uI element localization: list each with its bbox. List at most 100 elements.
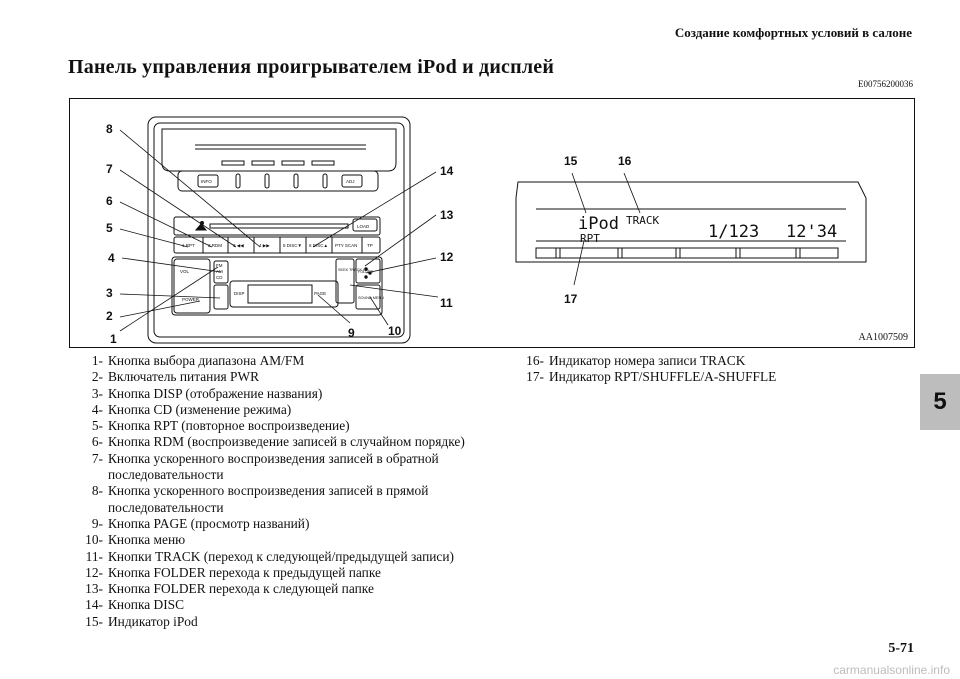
volume-knob-area — [173, 258, 211, 314]
label-pty-scan: PTY SCAN — [335, 243, 357, 248]
label-page: PAGE — [314, 291, 326, 296]
display-ipod-indicator: iPod — [578, 214, 619, 234]
knob-slot-1 — [235, 173, 241, 189]
legend-item: 12-Кнопка FOLDER перехода к предыдущей п… — [76, 565, 496, 581]
control-panel-figure: INFO ADJ LOAD 1 RPT 2 RDM 3 ◀◀ 4 ▶▶ 5 DI… — [69, 98, 915, 348]
label-vol: VOL — [180, 269, 190, 274]
adj-button — [341, 174, 363, 188]
callout-10: 10 — [388, 324, 402, 338]
display-track-number: 1/123 — [708, 222, 759, 242]
preset-row — [173, 236, 381, 254]
legend-text: Кнопка DISC — [108, 597, 185, 613]
legend-num: 5- — [91, 418, 103, 434]
legend-item: 13- Кнопка FOLDER перехода к следующей па… — [76, 581, 496, 597]
fm-am-cd-buttons — [213, 260, 229, 284]
legend-text: Включатель питания PWR — [108, 369, 260, 385]
display-text: iPod TRACK 1/123 12'34 RPT — [578, 214, 837, 245]
legend-num: 17- — [526, 369, 544, 385]
legend-num: 6- — [91, 434, 103, 450]
display-rpt-indicator: RPT — [580, 232, 600, 245]
legend-text: Индикатор iPod — [108, 613, 198, 629]
label-info: INFO — [201, 179, 212, 184]
label-disp: DISP — [234, 291, 245, 296]
legend-right: 16- Индикатор номера записи TRACK 17- Инди… — [517, 353, 897, 386]
label-load: LOAD — [357, 224, 370, 229]
label-disc-down: 5 DISC▼ — [283, 243, 302, 248]
top-seg-2 — [251, 160, 275, 166]
info-button — [197, 174, 219, 188]
callout-9: 9 — [348, 326, 355, 340]
legend-item: 10-Кнопка меню — [76, 532, 496, 548]
legend-item: 7- Кнопка ускоренного воспроизведения зап… — [76, 451, 496, 484]
legend-item: 3- Кнопка DISP (отображение названия) — [76, 386, 496, 402]
legend-item: 15-Индикатор iPod — [76, 614, 496, 630]
head-unit — [147, 116, 411, 344]
legend-num: 2- — [91, 369, 103, 385]
cd-slot — [209, 223, 349, 229]
top-display-hood — [161, 128, 397, 172]
legend-text: Кнопка DISP (отображение названия) — [108, 385, 323, 401]
callout-14: 14 — [440, 164, 454, 178]
legend-item: 2- Включатель питания PWR — [76, 369, 496, 385]
legend-text: Кнопка RDM (воспроизведение записей в сл… — [108, 434, 465, 450]
legend-text: Кнопка RPT (повторное воспроизведение) — [108, 418, 350, 434]
legend-item: 1- Кнопка выбора диапазона AM/FM — [76, 353, 496, 369]
legend-text: Индикатор RPT/SHUFFLE/A-SHUFFLE — [549, 369, 777, 385]
display-outline — [515, 181, 867, 263]
page-number: 5-71 — [888, 641, 914, 656]
knob-slot-4 — [322, 173, 328, 189]
legend-num: 10- — [85, 532, 103, 548]
folder-button — [355, 258, 381, 284]
label-seek-track: SEEK TRACK CH — [338, 268, 369, 272]
legend-text: Кнопка ускоренного воспроизведения запис… — [108, 450, 439, 483]
unit-outer-bezel — [147, 116, 411, 344]
top-seg-1 — [221, 160, 245, 166]
callout-11: 11 — [440, 296, 453, 310]
legend-num: 11- — [85, 548, 103, 564]
watermark: carmanualsonline.info — [833, 663, 950, 677]
callout-7: 7 — [106, 162, 113, 176]
legend-item: 16- Индикатор номера записи TRACK — [517, 353, 897, 369]
label-power: POWER — [182, 297, 200, 302]
legend-item: 9-Кнопка PAGE (просмотр названий) — [76, 516, 496, 532]
callout-6: 6 — [106, 194, 113, 208]
legend-text: Индикатор номера записи TRACK — [549, 353, 746, 368]
legend-num: 16- — [526, 353, 544, 368]
lower-body — [171, 256, 383, 316]
legend-text: Кнопка выбора диапазона AM/FM — [108, 353, 305, 368]
center-display — [229, 280, 339, 308]
label-rdm: 2 RDM — [208, 243, 222, 248]
callout-13: 13 — [440, 208, 454, 222]
legend-num: 4- — [91, 401, 103, 417]
document-code: E00756200036 — [858, 79, 913, 89]
callout-12: 12 — [440, 250, 454, 264]
legend-item: 11- Кнопки TRACK (переход к следующей/пре… — [76, 549, 496, 565]
legend-item: 14-Кнопка DISC — [76, 597, 496, 613]
label-fm: FM — [216, 263, 223, 268]
callout-8: 8 — [106, 122, 113, 136]
legend-num: 1- — [91, 353, 103, 368]
callout-3: 3 — [106, 286, 113, 300]
display-leader-lines — [571, 172, 641, 286]
legend-text: Кнопки TRACK (переход к следующей/предыд… — [108, 548, 454, 564]
legend-text: Кнопка CD (изменение режима) — [108, 401, 292, 417]
callout-1: 1 — [110, 332, 117, 346]
page-title: Панель управления проигрывателем iPod и … — [68, 56, 555, 78]
seek-track-button — [335, 258, 355, 304]
label-rpt: 1 RPT — [182, 243, 195, 248]
legend-text: Кнопка FOLDER перехода к следующей папке — [108, 581, 374, 597]
label-rew: 3 ◀◀ — [233, 243, 244, 248]
legend-num: 3- — [91, 385, 103, 401]
legend-num: 7- — [91, 450, 103, 466]
label-ff: 4 ▶▶ — [259, 243, 270, 248]
callout-17: 17 — [564, 292, 578, 306]
callout-5: 5 — [106, 221, 113, 235]
label-cd: CD — [216, 275, 223, 280]
label-tp: TP — [367, 243, 373, 248]
legend-item: 8-Кнопка ускоренного воспроизведения зап… — [76, 483, 496, 516]
label-disc-up: 6 DISC▲ — [309, 243, 328, 248]
legend-left: 1- Кнопка выбора диапазона AM/FM 2- Включа… — [76, 353, 496, 630]
ipod-panel-diagram: INFO ADJ LOAD 1 RPT 2 RDM 3 ◀◀ 4 ▶▶ 5 DI… — [106, 116, 867, 346]
legend-num: 13- — [85, 581, 103, 597]
top-seg-4 — [311, 160, 335, 166]
